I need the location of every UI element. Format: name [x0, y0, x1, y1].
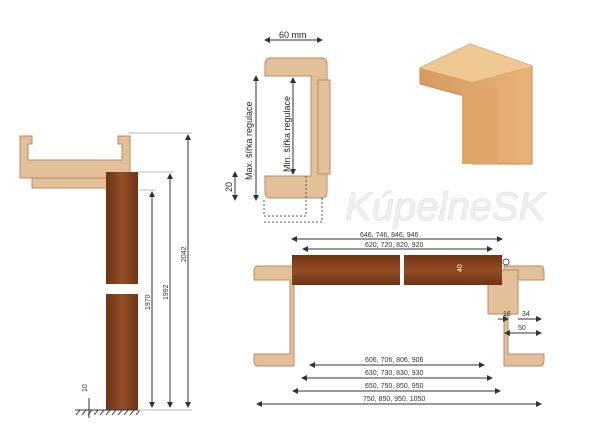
- frame-profile-top: [19, 135, 131, 179]
- min-label: Min. šířka regulace: [282, 96, 292, 172]
- dim-2042: 2042: [181, 246, 188, 262]
- door-leaf-upper: [106, 172, 138, 284]
- door-leaf-left: [292, 255, 400, 285]
- max-label: Max. šířka regulace: [244, 101, 254, 180]
- dim-50: 50: [518, 325, 526, 332]
- width-label: 60 mm: [279, 30, 307, 40]
- stop-strip: [317, 79, 331, 175]
- dim-34: 34: [522, 311, 530, 318]
- dim-bottom-1: 606, 706, 806, 906: [365, 357, 423, 364]
- frame-left: [253, 265, 295, 367]
- dashed-extension: [263, 176, 323, 223]
- dim-bottom-2: 630, 730, 830, 930: [365, 370, 423, 377]
- dim-10: 10: [82, 384, 89, 392]
- side-view: 1970 1992 2042 10: [19, 132, 192, 418]
- dim-bottom-4: 750, 850, 950, 1050: [363, 396, 425, 403]
- watermark: KúpelneSK: [345, 185, 547, 229]
- plan-view: 40 646, 746, 846, 946 620, 720, 820, 920…: [253, 232, 545, 407]
- dim-top-2: 620, 720, 820, 920: [365, 242, 423, 249]
- dim-1970: 1970: [145, 294, 152, 310]
- door-thickness: 40: [457, 264, 464, 272]
- dim-top-1: 646, 746, 846, 946: [360, 232, 418, 239]
- dim-1992: 1992: [163, 284, 170, 300]
- dim-16: 16: [503, 311, 511, 318]
- dim-bottom-3: 650, 750, 850, 950: [365, 383, 423, 390]
- product-photo: [419, 43, 533, 165]
- door-leaf-lower: [106, 294, 138, 410]
- offset-label: 20: [224, 182, 234, 192]
- hinge-icon: [502, 258, 510, 266]
- door-leaf-right: [404, 255, 502, 285]
- profile-detail: 60 mm Max. šířka regulace Min. šířka reg…: [224, 30, 331, 223]
- floor-hatch: [75, 409, 141, 416]
- frame-profile: [264, 57, 328, 199]
